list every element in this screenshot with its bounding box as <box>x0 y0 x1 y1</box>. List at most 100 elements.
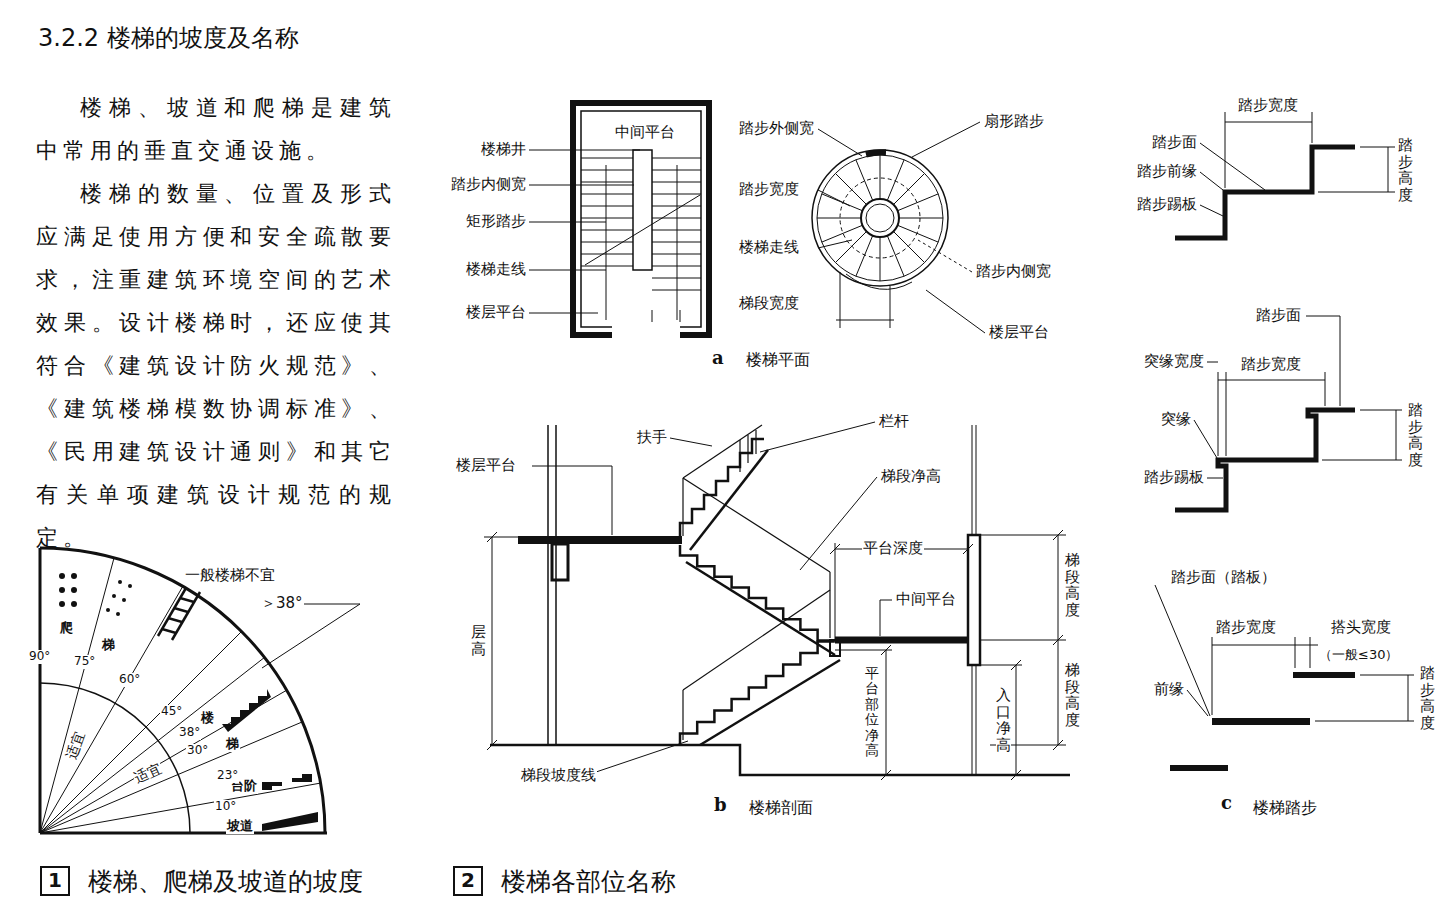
body-paragraph: 楼梯、坡道和爬梯是建筑中常用的垂直交通设施。 <box>36 86 396 172</box>
spiral-plan-part-part <box>836 231 867 262</box>
stair-section-part-part <box>682 478 683 536</box>
spiral-plan-part-part <box>818 240 852 248</box>
tread-details-part-part <box>1388 147 1389 192</box>
slope-icons-part <box>116 612 120 616</box>
stair-section-part-part <box>1053 530 1063 540</box>
part-label: 90° <box>28 650 51 664</box>
vertical-label: 梯段高度 <box>1065 551 1080 619</box>
slope-quadrant-part <box>40 690 287 833</box>
part-label: 楼梯走线 <box>738 239 800 256</box>
stair-plan-part <box>633 150 652 270</box>
vertical-label: 层高 <box>471 623 486 658</box>
stair-section-part <box>972 425 973 535</box>
spiral-plan-part <box>812 150 948 286</box>
figure-caption: 楼梯、爬梯及坡道的坡度 <box>88 865 363 898</box>
slope-quadrant-part <box>40 657 265 833</box>
part-label: b <box>713 795 728 816</box>
part-label: a <box>711 348 725 369</box>
part-label: 23° <box>216 769 239 783</box>
stair-plan-part-part <box>581 170 633 171</box>
stair-section-part-part <box>886 650 887 775</box>
slope-icons-part <box>118 580 122 584</box>
spiral-plan-part-part <box>899 218 943 219</box>
tread-details-part <box>1212 718 1310 725</box>
stair-plan <box>529 103 709 335</box>
stair-section-part-part <box>532 466 612 467</box>
stair-section-part <box>680 642 835 746</box>
tread-details-part-part <box>1200 172 1223 190</box>
stair-plan-part-part <box>529 270 606 271</box>
spiral-plan-part-part <box>887 236 904 277</box>
spiral-plan-part <box>866 204 894 232</box>
part-label: 踏步宽度 <box>738 181 800 198</box>
tread-details-part-part <box>1226 372 1227 456</box>
slope-quadrant <box>40 548 360 833</box>
tread-details-part-part <box>1360 675 1414 676</box>
part-label: 前缘 <box>1153 681 1185 698</box>
slope-icons-part <box>262 770 312 790</box>
spiral-plan-part-part <box>890 286 891 328</box>
tread-details-part-part <box>1310 637 1311 668</box>
tread-details-part-part <box>1322 460 1402 461</box>
tread-details-part-part <box>1312 112 1313 143</box>
tread-details-part-part <box>1318 192 1395 193</box>
ladder-icon <box>158 588 200 640</box>
stair-section-part-part <box>980 535 1066 536</box>
slope-quadrant-part <box>40 722 302 833</box>
stair-section-part-part <box>835 543 836 640</box>
stair-plan-part-part <box>652 158 701 159</box>
spiral-plan <box>812 122 985 333</box>
stair-section-part-part <box>487 740 497 750</box>
stair-plan-part-part <box>581 266 633 267</box>
figure-number: 2 <box>455 868 481 894</box>
stair-plan-part-part <box>581 254 633 255</box>
part-label: 楼 <box>200 711 215 726</box>
stair-plan-part-part <box>581 182 633 183</box>
spiral-plan-part <box>817 155 943 281</box>
stair-section-part-part <box>835 650 892 651</box>
spiral-plan-part-part <box>836 320 894 321</box>
tread-details-part <box>1170 765 1228 771</box>
part-label: 踏步宽度 <box>1240 356 1302 373</box>
slope-icons-part <box>222 689 271 732</box>
ladder-icon-part <box>168 618 182 622</box>
stair-plan-part-part <box>529 222 606 223</box>
vertical-label: 踏步高度 <box>1408 401 1423 469</box>
slope-quadrant-part <box>39 548 42 833</box>
part-label: 楼梯剖面 <box>748 799 814 817</box>
stair-section-part <box>700 660 840 745</box>
stair-section-part-part <box>739 440 740 472</box>
part-label: 踏步前缘 <box>1136 163 1198 180</box>
part-label: 踏步踢板 <box>1143 469 1205 486</box>
spiral-plan-part-part <box>898 194 939 211</box>
tread-details-part-part <box>1194 420 1217 458</box>
part-label: 栏杆 <box>878 413 910 430</box>
spiral-plan-part-part <box>817 218 861 219</box>
stair-section-part-part <box>596 741 688 772</box>
stair-section-part <box>976 665 977 775</box>
slope-quadrant-part <box>40 548 325 833</box>
stair-plan-part-part <box>529 185 634 186</box>
ladder-icon-part <box>172 592 200 640</box>
stair-section-part-part <box>492 537 493 745</box>
stair-section-part-part <box>829 572 830 638</box>
vertical-label: 踏步高度 <box>1398 136 1413 204</box>
vertical-label: 平台部位净高 <box>865 665 879 759</box>
part-label: 踏步内侧宽 <box>450 176 527 193</box>
stair-section-part-part <box>760 422 875 452</box>
stair-section-part-part <box>830 544 840 554</box>
part-label: 矩形踏步 <box>465 213 527 230</box>
spiral-plan-part-part <box>880 237 881 281</box>
tread-details-part-part <box>1306 316 1340 406</box>
part-label: 10° <box>214 800 237 814</box>
part-label: 梯段宽度 <box>738 295 800 312</box>
figure-number: 1 <box>42 868 68 894</box>
part-label: 爬 <box>59 621 74 636</box>
stair-section-part <box>518 536 682 544</box>
part-label: 75° <box>73 655 96 669</box>
slope-icons-part <box>71 587 77 593</box>
stair-section-part-part <box>1011 770 1021 780</box>
stair-section-part-part <box>683 478 830 572</box>
part-label: c <box>1220 793 1233 814</box>
part-label: 梯段坡度线 <box>520 767 597 784</box>
